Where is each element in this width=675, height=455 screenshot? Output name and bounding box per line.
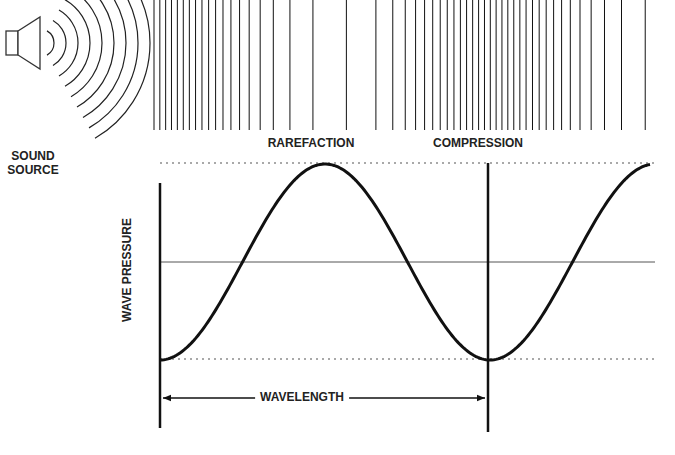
air-pressure-line xyxy=(472,0,473,130)
region-label: RAREFACTION xyxy=(268,137,355,151)
air-pressure-line xyxy=(501,0,502,130)
air-pressure-line xyxy=(375,0,376,130)
air-pressure-line xyxy=(230,0,231,130)
source-label: SOUND SOURCE xyxy=(2,150,64,178)
air-pressure-line xyxy=(561,0,562,130)
air-pressure-line xyxy=(312,0,313,130)
air-pressure-line xyxy=(201,0,202,130)
air-pressure-line xyxy=(215,0,216,130)
sound-arc xyxy=(59,10,78,76)
air-pressure-line xyxy=(645,0,646,130)
air-pressure-line xyxy=(405,0,406,130)
air-pressure-line xyxy=(591,0,592,130)
peak-dotted-line xyxy=(160,162,655,163)
trough-dotted-line xyxy=(160,358,655,359)
air-pressure-line xyxy=(154,0,155,130)
air-pressure-line xyxy=(513,0,514,130)
air-pressure-line xyxy=(249,0,250,130)
air-pressure-line xyxy=(546,0,547,130)
sound-arc xyxy=(71,0,102,97)
wavelength-end-line xyxy=(487,163,490,432)
air-pressure-line xyxy=(392,0,393,130)
sound-arcs xyxy=(47,0,150,138)
air-pressure-line xyxy=(466,0,467,130)
pressure-wave-curve xyxy=(160,164,650,360)
sound-arc xyxy=(89,0,138,128)
air-pressure-line xyxy=(490,0,491,130)
air-pressure-line xyxy=(621,0,622,130)
air-pressure-line xyxy=(453,0,454,130)
air-pressure-line xyxy=(484,0,485,130)
dimension-label: WAVELENGTH xyxy=(255,391,349,405)
air-pressure-line xyxy=(239,0,240,130)
air-pressure-line xyxy=(177,0,178,130)
air-pressure-line xyxy=(159,0,160,130)
air-pressure-line xyxy=(189,0,190,130)
air-pressure-line xyxy=(171,0,172,130)
air-pressure-line xyxy=(580,0,581,130)
air-pressure-line xyxy=(289,0,290,130)
air-pressure-line xyxy=(195,0,196,130)
air-pressure-line xyxy=(447,0,448,130)
sound-arc xyxy=(95,0,150,138)
air-pressure-line xyxy=(604,0,605,130)
air-pressure-line xyxy=(570,0,571,130)
sound-arc xyxy=(77,0,114,107)
air-pressure-line xyxy=(519,0,520,130)
air-pressure-line xyxy=(165,0,166,130)
air-pressure-line xyxy=(539,0,540,130)
air-pressure-line xyxy=(415,0,416,130)
air-pressure-line xyxy=(183,0,184,130)
speaker-magnet xyxy=(6,31,18,55)
air-pressure-line xyxy=(440,0,441,130)
air-pressure-line xyxy=(208,0,209,130)
sound-arc xyxy=(53,20,66,65)
air-pressure-line xyxy=(496,0,497,130)
air-pressure-line xyxy=(273,0,274,130)
air-pressure-line xyxy=(460,0,461,130)
axis-label: WAVE PRESSURE xyxy=(121,218,135,322)
air-pressure-line xyxy=(424,0,425,130)
air-pressure-line xyxy=(526,0,527,130)
air-pressure-line xyxy=(346,0,347,130)
air-pressure-line xyxy=(553,0,554,130)
air-pressure-line xyxy=(532,0,533,130)
speaker-symbol xyxy=(6,17,40,69)
speaker-cone xyxy=(18,17,40,69)
wavelength-start-line xyxy=(159,183,162,428)
air-pressure-line xyxy=(478,0,479,130)
sound-arc xyxy=(47,31,54,55)
sound-arc xyxy=(65,0,90,86)
air-pressure-line xyxy=(507,0,508,130)
pressure-lines xyxy=(154,0,645,130)
air-pressure-line xyxy=(260,0,261,130)
region-label: COMPRESSION xyxy=(433,137,523,151)
air-pressure-line xyxy=(222,0,223,130)
air-pressure-line xyxy=(432,0,433,130)
